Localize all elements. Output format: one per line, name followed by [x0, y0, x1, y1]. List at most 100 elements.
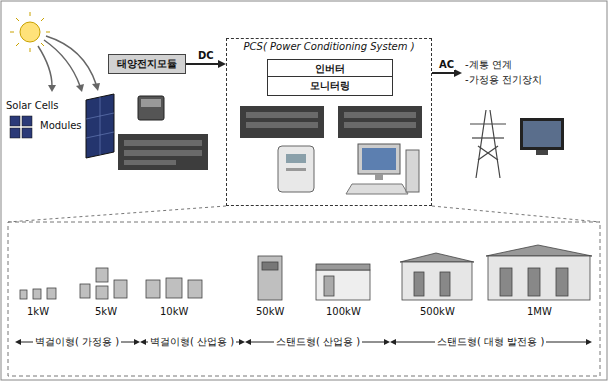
sunlight-arrows-part	[44, 40, 80, 86]
product-icons-part	[316, 270, 370, 300]
power-pylon-part	[490, 110, 500, 178]
solar-cell-icons-part	[22, 116, 32, 126]
range-arrows-part	[15, 339, 21, 345]
box-label: 모니터링	[310, 79, 350, 93]
product-icons-part	[96, 268, 108, 282]
sunlight-arrows-part	[38, 46, 52, 86]
device-photo-part	[124, 160, 176, 165]
tv-icon-part	[523, 121, 561, 147]
product-icons-part	[316, 264, 370, 270]
power-pylon-part	[470, 123, 506, 124]
device-photo-part	[124, 150, 202, 156]
zoom-lines-part	[8, 206, 226, 222]
computer-icon-part	[375, 174, 383, 180]
flow-arrow-line	[186, 63, 219, 65]
inverter-device-part	[286, 168, 306, 171]
product-icons-part	[33, 289, 41, 299]
sunlight-arrowheads-part	[48, 85, 56, 92]
module-box: 태양전지모듈	[108, 54, 186, 74]
capacity-label: 1kW	[27, 306, 49, 317]
box-label: -가정용 전기장치	[465, 72, 542, 87]
flow-arrow-line	[432, 72, 455, 74]
sun-icon-part	[30, 48, 31, 52]
product-icons-part	[258, 256, 282, 300]
box-label: 인버터	[315, 62, 345, 76]
category-label: 스탠드형( 대형 발전용 )	[435, 335, 546, 349]
sun-icon-part	[41, 18, 44, 21]
zoom-lines-part	[432, 206, 600, 222]
sun-icon-part	[46, 32, 50, 33]
range-arrows-part	[134, 339, 140, 345]
sunlight-arrows-part	[46, 36, 96, 84]
pcs-dark-panels-part	[246, 112, 318, 118]
solar-module-panel-part	[86, 113, 114, 119]
category-label: 스탠드형( 산업용 )	[274, 335, 362, 349]
computer-icon	[346, 144, 419, 194]
pcs-dark-panels-part	[240, 106, 324, 138]
product-icons-part	[488, 256, 590, 300]
sun-icon-part	[16, 18, 19, 21]
capacity-label: 50kW	[256, 306, 284, 317]
tv-icon-part	[520, 118, 564, 150]
solar-module-panel	[86, 94, 114, 158]
product-icons-part	[528, 268, 540, 296]
range-arrows-part	[586, 339, 592, 345]
product-panel	[8, 222, 600, 376]
sun-icon-part	[16, 43, 19, 46]
flow-arrow	[186, 60, 226, 68]
pcs-dark-panels-part	[344, 112, 416, 118]
power-pylon-part	[476, 110, 486, 178]
product-icons-part	[114, 280, 127, 298]
pcs-group: PCS( Power Conditioning System ) 인버터모니터링	[226, 38, 432, 206]
solar-cell-icons-part	[10, 116, 20, 126]
product-icons-part	[146, 280, 160, 298]
capacity-label: 500kW	[420, 306, 455, 317]
range-arrows-part	[384, 339, 390, 345]
zoom-lines	[8, 206, 600, 222]
tv-icon	[520, 118, 564, 155]
sun-icon-part	[10, 32, 14, 33]
product-icons-part	[96, 286, 108, 299]
arrow-head	[454, 69, 462, 77]
part-label: Modules	[40, 120, 82, 131]
computer-icon-part	[346, 184, 408, 194]
range-arrows-part	[390, 339, 396, 345]
power-pylon-part	[478, 146, 498, 160]
computer-icon-part	[362, 148, 396, 170]
sun-icon-part	[20, 22, 40, 42]
product-icons-part	[188, 280, 202, 298]
sunlight-arrows	[38, 36, 96, 86]
range-arrows-part	[140, 339, 146, 345]
edge-label: DC	[197, 50, 215, 61]
computer-icon-part	[358, 144, 400, 174]
solar-cell-icons-part	[10, 128, 20, 138]
pcs-dark-panels-part	[246, 122, 318, 128]
device-photo-part	[124, 140, 202, 146]
product-icons-part	[414, 272, 424, 296]
sunlight-arrowheads	[48, 83, 100, 92]
product-icons-part	[47, 288, 56, 299]
capacity-label: 10kW	[160, 306, 188, 317]
product-icons-part	[80, 284, 90, 298]
inverter-device	[278, 146, 314, 192]
product-icons-part	[20, 290, 27, 299]
pcs-dark-panels-part	[344, 122, 416, 128]
power-pylon-part	[472, 137, 504, 138]
range-arrows-part	[245, 339, 251, 345]
device-photo-part	[141, 99, 161, 107]
pcs-dark-panels	[240, 106, 422, 138]
solar-cell-icons-part	[22, 128, 32, 138]
computer-icon-part	[406, 150, 419, 192]
device-photo-part	[138, 96, 164, 120]
group-heading: PCS( Power Conditioning System )	[243, 41, 414, 52]
sun-icon-part	[41, 43, 44, 46]
device-photo	[118, 96, 208, 170]
arrow-head	[218, 60, 226, 68]
edge-label: AC	[438, 59, 455, 70]
capacity-label: 5kW	[95, 306, 117, 317]
sun-icon-part	[30, 12, 31, 16]
product-icons-part	[440, 272, 450, 296]
capacity-label: 100kW	[326, 306, 361, 317]
